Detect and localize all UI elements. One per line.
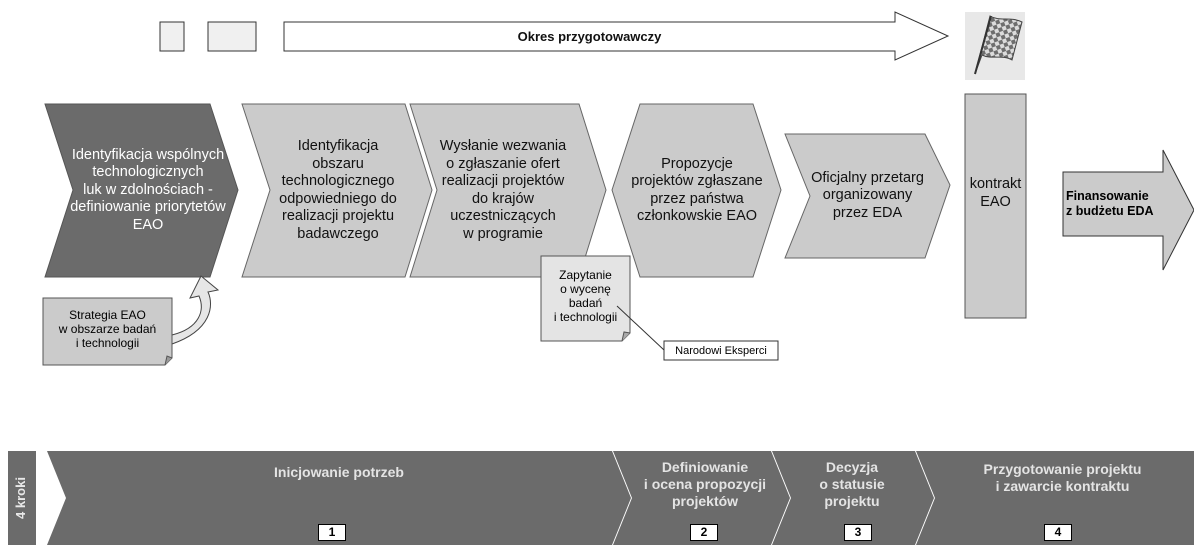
phase-shape-4: [916, 451, 1194, 545]
phase-side-tab: [8, 451, 36, 545]
step-shape-1: [44, 103, 239, 278]
phase-number-1: 1: [318, 524, 346, 541]
phase-side-label: 4 kroki: [13, 477, 28, 519]
step-label-5: Oficjalny przetarg organizowany przez ED…: [811, 169, 924, 221]
strategy-note-text: Strategia EAO w obszarze badań i technol…: [58, 308, 157, 350]
step-label-2: Identyfikacja obszaru technologicznego o…: [279, 138, 397, 242]
phase-title-2: Definiowanie i ocena propozycji projektó…: [643, 459, 767, 509]
strategy-note-fold: [164, 355, 173, 366]
financing-arrow: [1062, 149, 1194, 271]
inquiry-note-text: Zapytanie o wycenę badań i technologii: [553, 267, 618, 324]
phase-shape-3: [772, 451, 934, 545]
step-shape-6: [964, 93, 1027, 319]
step-label-3: Wysłanie wezwania o zgłaszanie ofert rea…: [439, 138, 567, 242]
small-box-1: [159, 21, 185, 52]
financing-label: Finansowanie z budżetu EDA: [1066, 189, 1154, 218]
step-label-1: Identyfikacja wspólnych technologicznych…: [70, 146, 226, 233]
phase-title-1: Inicjowanie potrzeb: [274, 464, 404, 480]
preparatory-period-label: Okres przygotowawczy: [517, 28, 662, 44]
step-shape-4: [611, 103, 782, 278]
checkered-flag-icon: [965, 12, 1025, 80]
step-label-4: Propozycje projektów zgłaszane przez pań…: [631, 155, 763, 225]
phase-title-3: Decyzja o statusie projektu: [819, 459, 885, 509]
phase-shape-2: [613, 451, 790, 545]
phase-number-3: 3: [844, 524, 872, 541]
phase-number-4: 4: [1044, 524, 1072, 541]
step-label-6: kontrakt EAO: [969, 176, 1022, 210]
inquiry-note-fold: [621, 331, 631, 342]
step-shape-2: [241, 103, 433, 278]
step-shape-5: [784, 133, 951, 259]
experts-label: Narodowi Eksperci: [675, 344, 767, 357]
phase-number-2: 2: [690, 524, 718, 541]
preparatory-period-arrow: [283, 11, 950, 61]
phase-title-4: Przygotowanie projektu i zawarcie kontra…: [983, 461, 1142, 494]
experts-box: [663, 340, 779, 361]
curved-arrow: [171, 275, 220, 345]
phase-shape-1: [47, 451, 631, 545]
small-box-2: [207, 21, 257, 52]
experts-connector: [616, 305, 665, 351]
